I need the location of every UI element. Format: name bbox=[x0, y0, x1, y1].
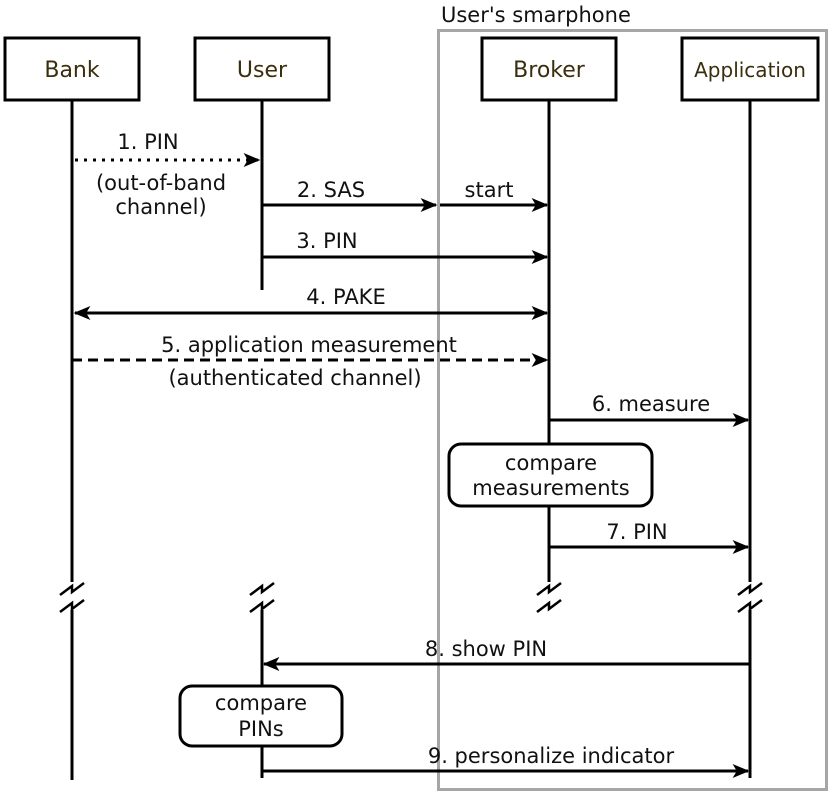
smartphone-group-box bbox=[437, 29, 828, 791]
message-1-note-line1: (out-of-band bbox=[96, 171, 226, 195]
broker-break-mark-2 bbox=[536, 599, 562, 613]
user-break-mark-2 bbox=[249, 599, 275, 613]
broker-break-mark-1 bbox=[536, 582, 562, 596]
message-3: 3. PIN bbox=[262, 229, 549, 264]
actor-broker: Broker bbox=[480, 36, 618, 102]
user-break-mark-1 bbox=[249, 582, 275, 596]
message-2-start-label: start bbox=[465, 178, 514, 202]
actor-broker-label: Broker bbox=[513, 58, 586, 83]
note-compare-pins-line1: compare bbox=[215, 691, 307, 715]
actor-application-label: Application bbox=[694, 58, 806, 82]
note-compare-measurements-line1: compare bbox=[505, 451, 597, 475]
actor-user: User bbox=[193, 36, 331, 102]
message-5-label: 5. application measurement bbox=[161, 333, 457, 357]
message-5-note: (authenticated channel) bbox=[168, 366, 421, 390]
application-break-mark-2 bbox=[737, 599, 763, 613]
message-1-note-line2: channel) bbox=[115, 195, 206, 219]
smartphone-group-title: User's smarphone bbox=[441, 3, 631, 27]
message-9-label: 9. personalize indicator bbox=[428, 744, 675, 768]
actor-bank: Bank bbox=[3, 36, 141, 102]
message-3-label: 3. PIN bbox=[296, 229, 357, 253]
message-6: 6. measure bbox=[549, 392, 750, 427]
actor-bank-label: Bank bbox=[44, 58, 100, 83]
message-2: 2. SAS start bbox=[262, 178, 549, 212]
message-6-label: 6. measure bbox=[592, 392, 710, 416]
lifeline-breaks bbox=[59, 582, 763, 613]
message-4-label: 4. PAKE bbox=[306, 285, 385, 309]
note-compare-pins-line2: PINs bbox=[238, 717, 284, 741]
bank-break-mark-2 bbox=[59, 599, 85, 613]
note-compare-pins: compare PINs bbox=[178, 684, 344, 748]
message-1-label: 1. PIN bbox=[117, 130, 178, 154]
note-compare-measurements-line2: measurements bbox=[472, 476, 629, 500]
message-5: 5. application measurement (authenticate… bbox=[72, 333, 549, 390]
actor-user-label: User bbox=[237, 58, 288, 83]
message-2-label: 2. SAS bbox=[297, 178, 365, 202]
message-8-label: 8. show PIN bbox=[425, 637, 547, 661]
message-9: 9. personalize indicator bbox=[262, 744, 750, 778]
message-7: 7. PIN bbox=[549, 520, 750, 554]
note-compare-measurements: compare measurements bbox=[447, 442, 654, 508]
message-1: 1. PIN (out-of-band channel) bbox=[75, 130, 261, 219]
bank-break-mark-1 bbox=[59, 582, 85, 596]
message-8: 8. show PIN bbox=[262, 637, 750, 671]
actor-application: Application bbox=[680, 36, 820, 102]
message-7-label: 7. PIN bbox=[606, 520, 667, 544]
application-break-mark-1 bbox=[737, 582, 763, 596]
message-4: 4. PAKE bbox=[73, 285, 549, 320]
